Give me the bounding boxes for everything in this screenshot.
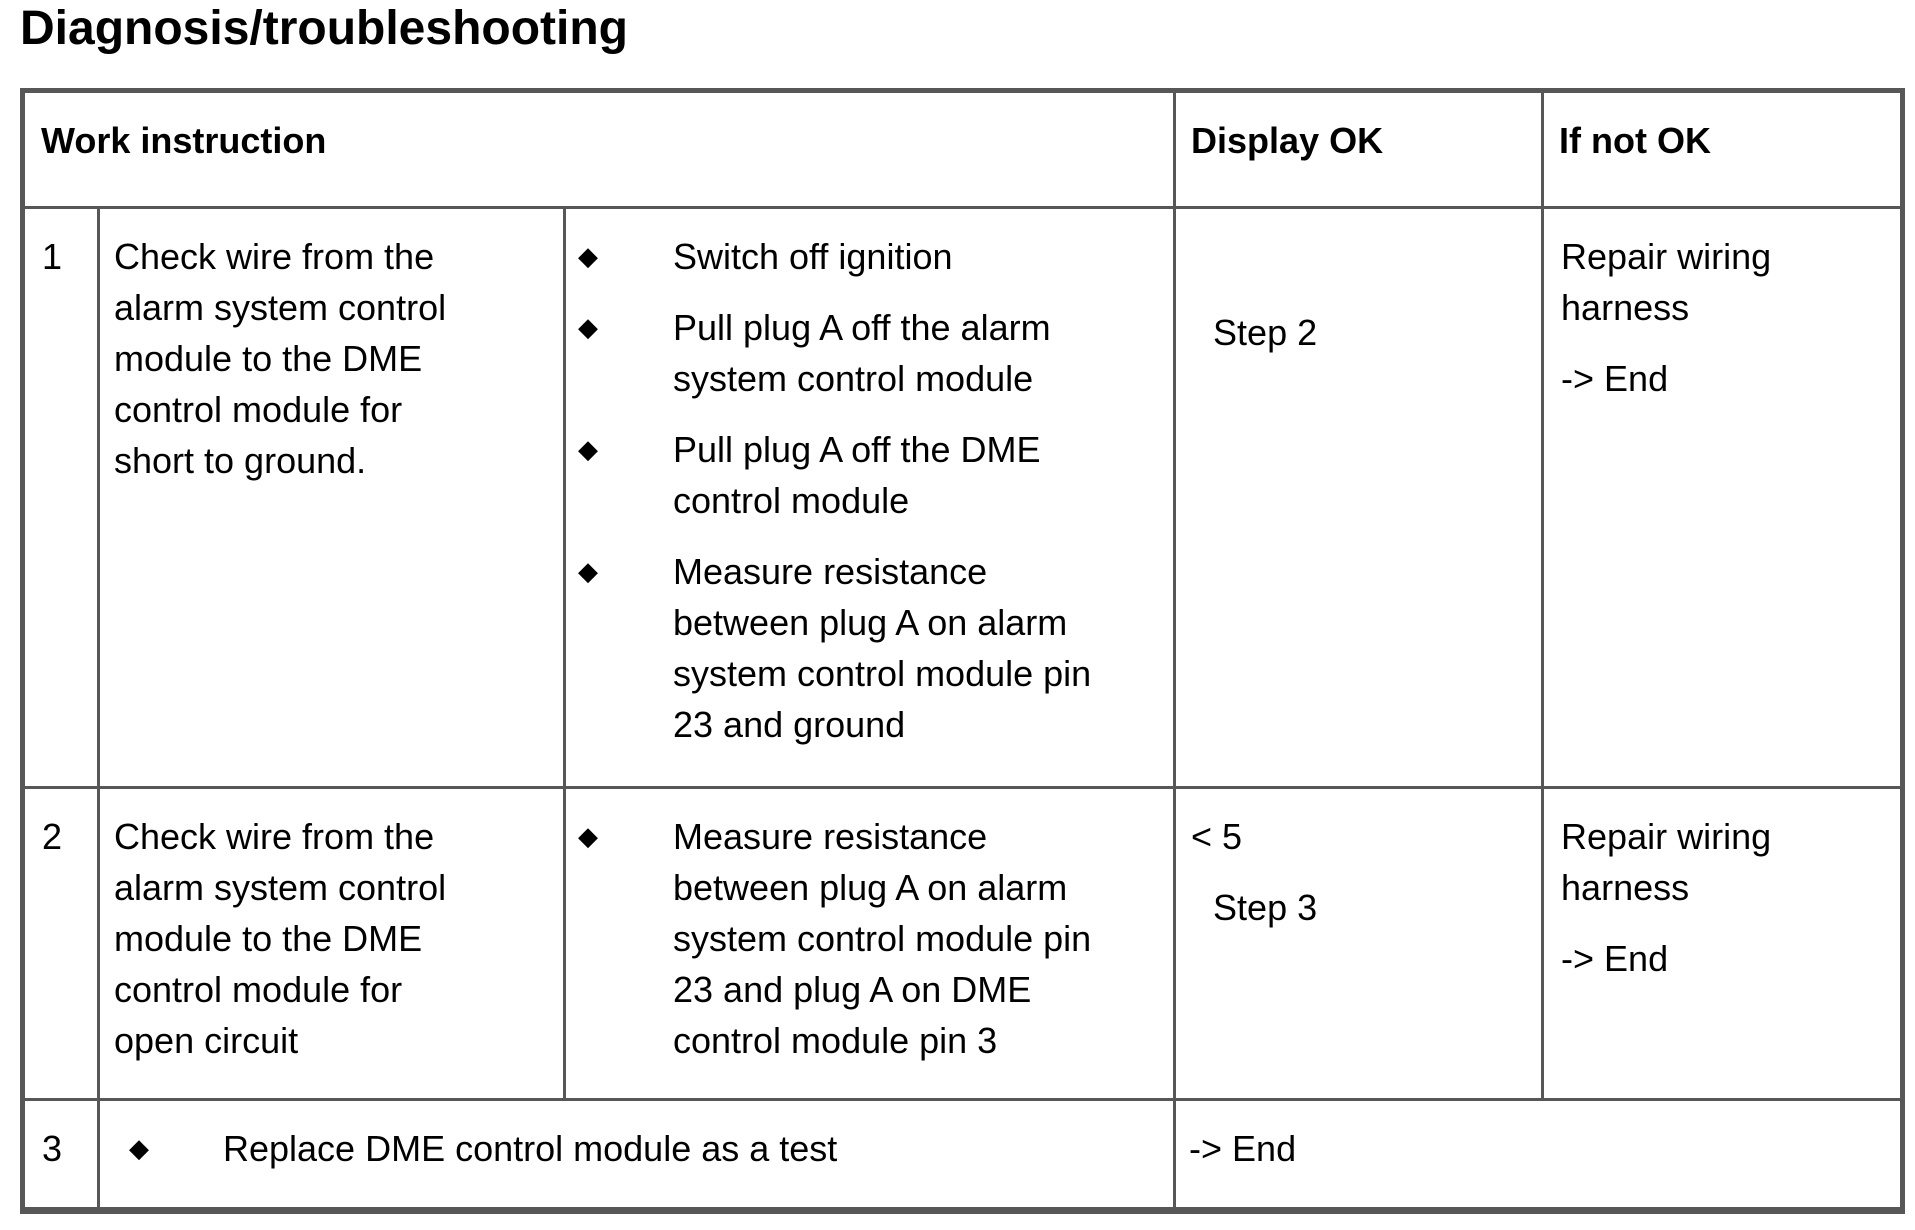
step-number: 1 [42, 236, 63, 277]
action-item: ◆ Switch off ignition [578, 231, 1165, 282]
actions-cell: ◆ Measure resistance between plug A on a… [562, 786, 1177, 1101]
merged-result-cell: -> End [1173, 1098, 1905, 1212]
step-number: 3 [42, 1128, 63, 1169]
action-item: ◆ Pull plug A off the alarm system contr… [578, 302, 1165, 404]
diamond-bullet-icon: ◆ [578, 821, 598, 851]
column-header-work-instruction: Work instruction [20, 89, 1177, 209]
end-ref: -> End [1189, 1128, 1297, 1169]
instruction-cell: Check wire from the alarm system control… [97, 786, 566, 1101]
diamond-bullet-icon: ◆ [578, 312, 598, 342]
repair-note: Repair wiring harness [1561, 236, 1772, 328]
merged-action-cell: ◆ Replace DME control module as a test [96, 1098, 1177, 1212]
display-ok-cell: Step 2 [1173, 206, 1545, 789]
diamond-bullet-icon: ◆ [129, 1133, 149, 1163]
instruction-cell: Check wire from the alarm system control… [97, 206, 566, 789]
action-text: Pull plug A off the DME control module [673, 429, 1041, 521]
step-number: 2 [42, 816, 63, 857]
action-text: Pull plug A off the alarm system control… [673, 307, 1051, 399]
if-not-ok-cell: Repair wiring harness -> End [1541, 206, 1905, 789]
diamond-bullet-icon: ◆ [578, 556, 598, 586]
action-item: ◆ Measure resistance between plug A on a… [578, 546, 1165, 750]
column-header-display-ok: Display OK [1173, 89, 1545, 209]
diagnosis-table: Work instruction Display OK If not OK 1 … [20, 88, 1906, 1214]
display-ok-cell: < 5 Step 3 [1173, 786, 1545, 1101]
action-item: ◆ Measure resistance between plug A on a… [578, 811, 1165, 1066]
step-number-cell: 2 [21, 786, 100, 1101]
action-text: Switch off ignition [673, 236, 953, 277]
table-row-step-1: 1 Check wire from the alarm system contr… [21, 206, 1905, 789]
diamond-bullet-icon: ◆ [578, 241, 598, 271]
actions-cell: ◆ Switch off ignition ◆ Pull plug A off … [562, 206, 1177, 789]
action-item: ◆ Pull plug A off the DME control module [578, 424, 1165, 526]
table-row-step-2: 2 Check wire from the alarm system contr… [21, 786, 1905, 1101]
instruction-text: Check wire from the alarm system control… [114, 816, 447, 1061]
column-header-if-not-ok: If not OK [1541, 89, 1905, 209]
display-ok-step-ref: Step 2 [1213, 312, 1318, 353]
action-text: Measure resistance between plug A on ala… [673, 816, 1092, 1061]
header-row: Work instruction Display OK If not OK [20, 89, 1905, 209]
display-ok-step-ref: Step 3 [1213, 887, 1318, 928]
step-number-cell: 3 [21, 1098, 100, 1212]
action-item: ◆ Replace DME control module as a test [129, 1123, 1163, 1174]
instruction-text: Check wire from the alarm system control… [114, 236, 447, 481]
action-text: Measure resistance between plug A on ala… [673, 551, 1092, 745]
table-row-step-3: 3 ◆ Replace DME control module as a test… [21, 1098, 1905, 1212]
step-number-cell: 1 [21, 206, 100, 789]
end-ref: -> End [1561, 358, 1669, 399]
display-ok-value: < 5 [1191, 816, 1243, 857]
diamond-bullet-icon: ◆ [578, 434, 598, 464]
action-text: Replace DME control module as a test [223, 1128, 838, 1169]
if-not-ok-cell: Repair wiring harness -> End [1541, 786, 1905, 1101]
repair-note: Repair wiring harness [1561, 816, 1772, 908]
page-title: Diagnosis/troubleshooting [20, 2, 628, 55]
end-ref: -> End [1561, 938, 1669, 979]
